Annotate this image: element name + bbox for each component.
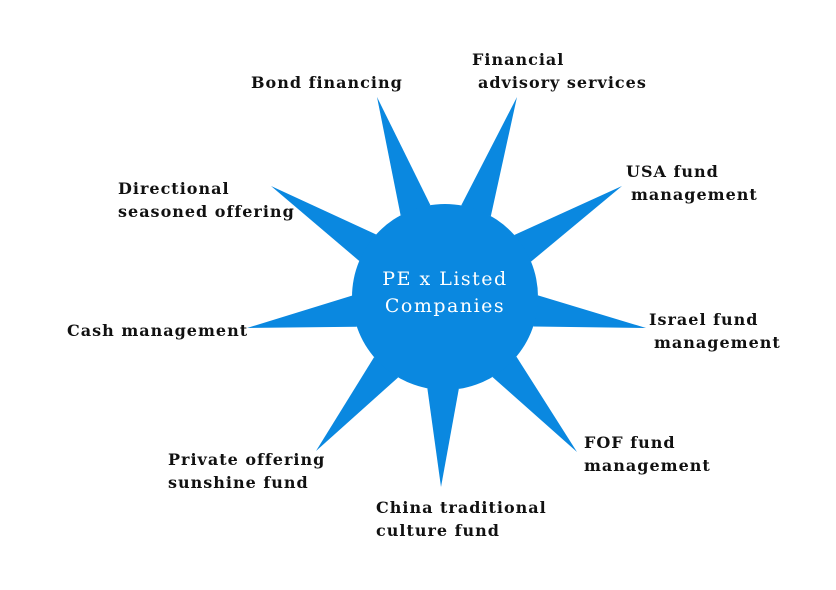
label-line: Bond financing (251, 73, 403, 92)
spike-financial (461, 97, 517, 217)
center-line1: PE x Listed (382, 268, 508, 290)
label-israel: Israel fund management (649, 308, 781, 354)
label-line: management (654, 333, 781, 352)
center-label: PE x Listed Companies (352, 266, 538, 320)
label-bond: Bond financing (251, 71, 403, 94)
label-line: culture fund (376, 521, 500, 540)
spike-private (316, 357, 399, 451)
label-cash: Cash management (67, 319, 248, 342)
spike-israel (533, 295, 646, 328)
label-line: advisory services (478, 73, 647, 92)
label-line: FOF fund (584, 433, 676, 452)
label-china: China traditional culture fund (376, 496, 547, 542)
label-directional: Directional seasoned offering (118, 177, 295, 223)
label-line: management (631, 185, 758, 204)
label-line: Financial (472, 50, 565, 69)
spike-fof (492, 356, 577, 452)
spike-bond (377, 97, 431, 216)
label-private: Private offering sunshine fund (168, 448, 325, 494)
spike-china (427, 388, 459, 487)
center-circle (352, 204, 538, 390)
center-line2: Companies (384, 295, 506, 317)
spike-directional (271, 186, 377, 261)
label-line: Private offering (168, 450, 326, 469)
label-line: China traditional (376, 498, 547, 517)
label-line: sunshine fund (168, 473, 309, 492)
label-line: USA fund (626, 162, 719, 181)
label-fof: FOF fund management (584, 431, 711, 477)
label-usa: USA fund management (626, 160, 758, 206)
label-line: Cash management (67, 321, 249, 340)
label-line: seasoned offering (118, 202, 295, 221)
label-financial: Financial advisory services (472, 48, 647, 94)
label-line: Directional (118, 179, 230, 198)
label-line: management (584, 456, 711, 475)
spike-cash (247, 295, 357, 328)
label-line: Israel fund (649, 310, 759, 329)
spike-usa (514, 186, 622, 262)
